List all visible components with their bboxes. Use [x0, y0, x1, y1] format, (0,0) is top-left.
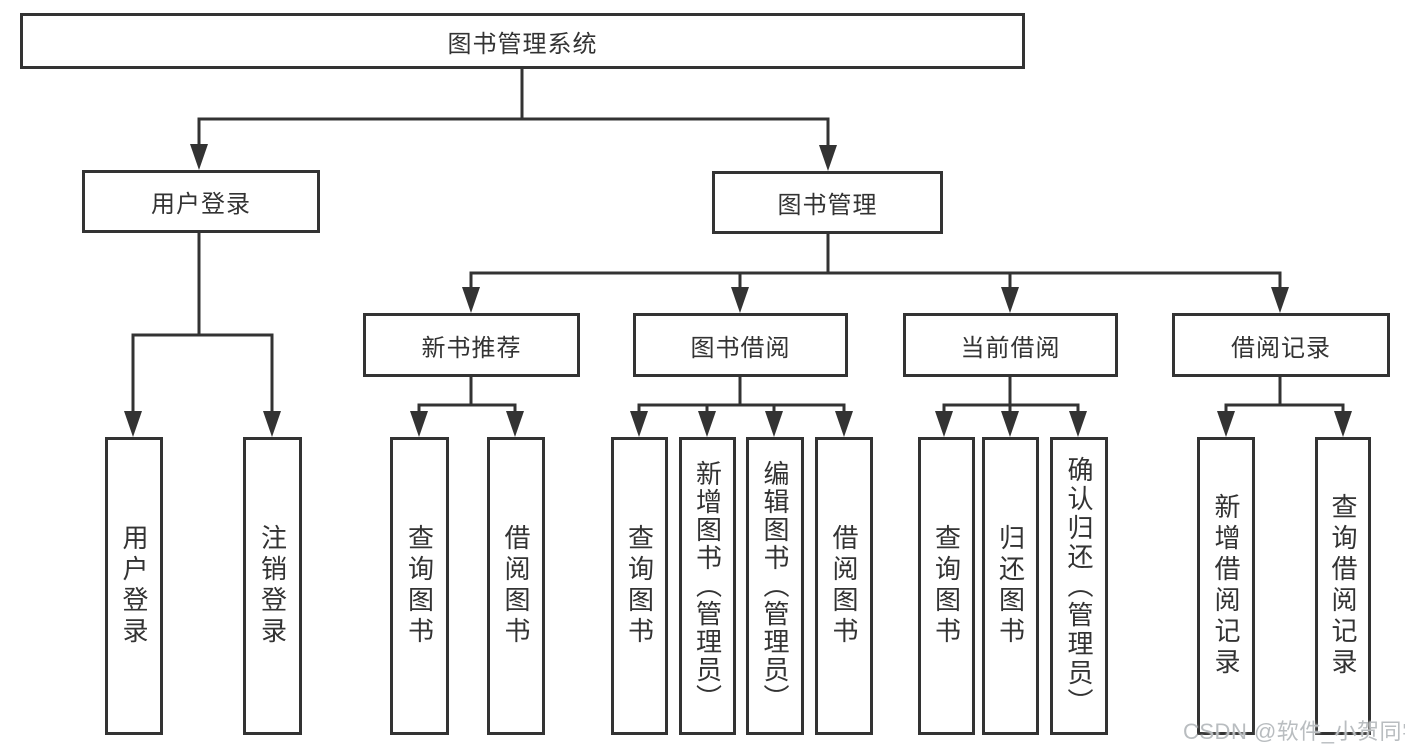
node-leaf-add-book: 新增图书（管理员）	[679, 437, 736, 735]
node-leaf-return-book-label: 归还图书	[995, 524, 1026, 648]
arrow-down-icon	[263, 411, 281, 437]
node-leaf-query-borrow-record: 查询借阅记录	[1315, 437, 1371, 735]
node-borrow-records-label: 借阅记录	[1231, 334, 1331, 362]
arrowhead-icons	[124, 144, 1352, 437]
node-leaf-query-book-current: 查询图书	[918, 437, 975, 735]
node-user-login-branch-label: 用户登录	[151, 191, 251, 218]
arrow-down-icon	[1334, 411, 1352, 437]
node-leaf-query-book-current-label: 查询图书	[931, 524, 962, 648]
node-current-borrow-label: 当前借阅	[960, 334, 1061, 362]
arrow-down-icon	[935, 411, 953, 437]
node-leaf-edit-book-label: 编辑图书（管理员）	[760, 460, 790, 712]
arrow-down-icon	[630, 411, 648, 437]
node-leaf-user-login: 用户登录	[105, 437, 163, 735]
node-leaf-query-book-rec: 查询图书	[390, 437, 449, 735]
node-leaf-query-borrow-record-label: 查询借阅记录	[1328, 493, 1358, 679]
node-leaf-add-borrow-record-label: 新增借阅记录	[1211, 493, 1241, 679]
node-root-label: 图书管理系统	[447, 30, 598, 58]
arrow-down-icon	[462, 287, 480, 313]
node-book-borrow: 图书借阅	[633, 313, 848, 377]
node-leaf-logout: 注销登录	[243, 437, 302, 735]
arrow-down-icon	[190, 144, 208, 170]
node-book-mgmt-branch: 图书管理	[712, 171, 943, 234]
arrow-down-icon	[124, 411, 142, 437]
arrow-down-icon	[819, 145, 837, 171]
node-leaf-add-borrow-record: 新增借阅记录	[1197, 437, 1255, 735]
arrow-down-icon	[1271, 287, 1289, 313]
node-leaf-logout-label: 注销登录	[257, 524, 288, 648]
node-leaf-borrow-book-rec: 借阅图书	[487, 437, 545, 735]
csdn-watermark: CSDN @软件_小贺同学	[1183, 719, 1405, 744]
arrow-down-icon	[1001, 411, 1019, 437]
arrow-down-icon	[1069, 411, 1087, 437]
node-root: 图书管理系统	[20, 13, 1025, 69]
arrow-down-icon	[765, 411, 783, 437]
node-current-borrow: 当前借阅	[903, 313, 1118, 377]
node-leaf-return-book: 归还图书	[982, 437, 1039, 735]
arrow-down-icon	[410, 411, 428, 437]
arrow-down-icon	[698, 411, 716, 437]
node-leaf-confirm-return-label: 确认归还（管理员）	[1064, 455, 1094, 717]
arrow-down-icon	[1001, 287, 1019, 313]
node-book-mgmt-branch-label: 图书管理	[777, 192, 878, 219]
node-leaf-borrow-book-rec-label: 借阅图书	[501, 524, 531, 648]
node-leaf-confirm-return: 确认归还（管理员）	[1050, 437, 1108, 735]
arrow-down-icon	[835, 411, 853, 437]
arrow-down-icon	[506, 411, 524, 437]
node-leaf-query-book-borrow-label: 查询图书	[624, 524, 655, 648]
node-new-book-rec: 新书推荐	[363, 313, 580, 377]
node-borrow-records: 借阅记录	[1172, 313, 1390, 377]
node-leaf-borrow-book-borrow: 借阅图书	[815, 437, 873, 735]
node-leaf-query-book-rec-label: 查询图书	[404, 524, 435, 648]
node-leaf-add-book-label: 新增图书（管理员）	[692, 460, 723, 712]
node-user-login-branch: 用户登录	[82, 170, 320, 233]
arrow-down-icon	[1217, 411, 1235, 437]
node-leaf-user-login-label: 用户登录	[119, 524, 149, 648]
node-new-book-rec-label: 新书推荐	[421, 334, 522, 362]
node-book-borrow-label: 图书借阅	[690, 334, 791, 362]
arrow-down-icon	[731, 287, 749, 313]
node-leaf-edit-book: 编辑图书（管理员）	[746, 437, 804, 735]
node-leaf-query-book-borrow: 查询图书	[611, 437, 668, 735]
node-leaf-borrow-book-borrow-label: 借阅图书	[829, 524, 859, 648]
